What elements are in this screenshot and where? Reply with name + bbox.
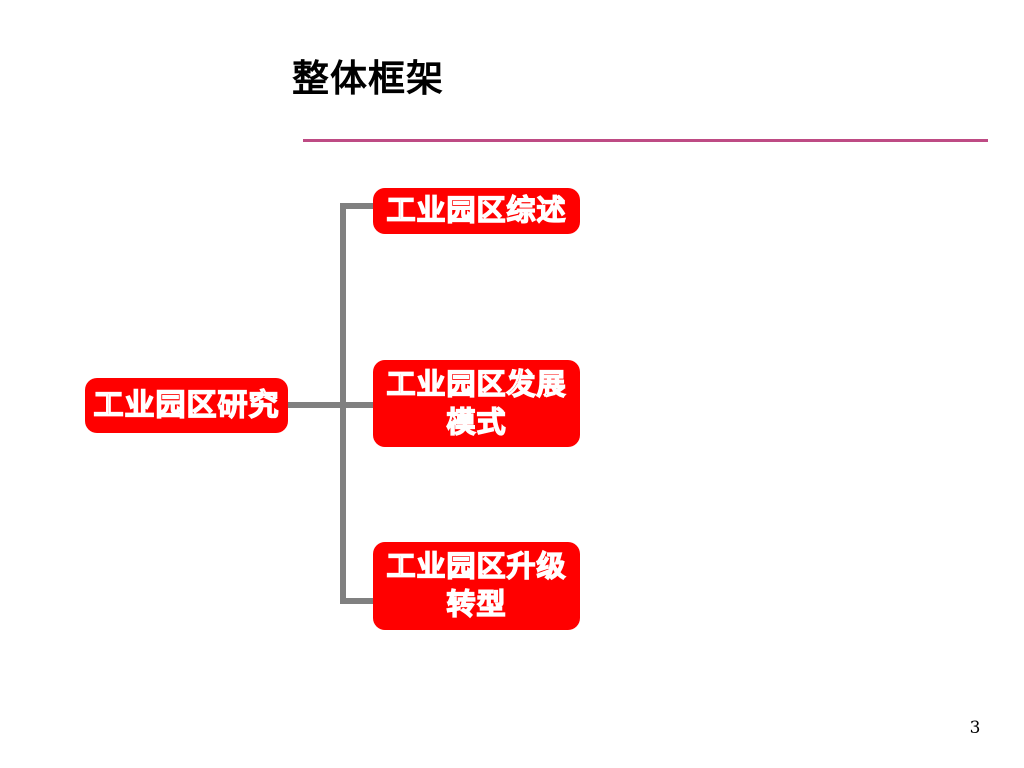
page-number: 3 xyxy=(969,718,981,738)
diagram-node-development-model: 工业园区发展模式 xyxy=(373,360,580,447)
diagram-node-root-label: 工业园区研究 xyxy=(93,387,280,423)
diagram-node-upgrade-transformation: 工业园区升级转型 xyxy=(373,542,580,630)
connector-trunk-to-child-1 xyxy=(340,203,373,209)
diagram-node-development-model-label: 工业园区发展模式 xyxy=(386,366,567,439)
slide-title: 整体框架 xyxy=(292,58,444,99)
diagram-node-overview-label: 工业园区综述 xyxy=(386,193,567,228)
diagram-node-upgrade-transformation-label: 工业园区升级转型 xyxy=(386,549,567,622)
diagram-node-root: 工业园区研究 xyxy=(85,378,288,433)
diagram-node-overview: 工业园区综述 xyxy=(373,188,580,234)
connector-root-to-trunk xyxy=(288,402,373,408)
connector-trunk-to-child-3 xyxy=(340,598,373,604)
title-divider-line xyxy=(303,139,988,142)
